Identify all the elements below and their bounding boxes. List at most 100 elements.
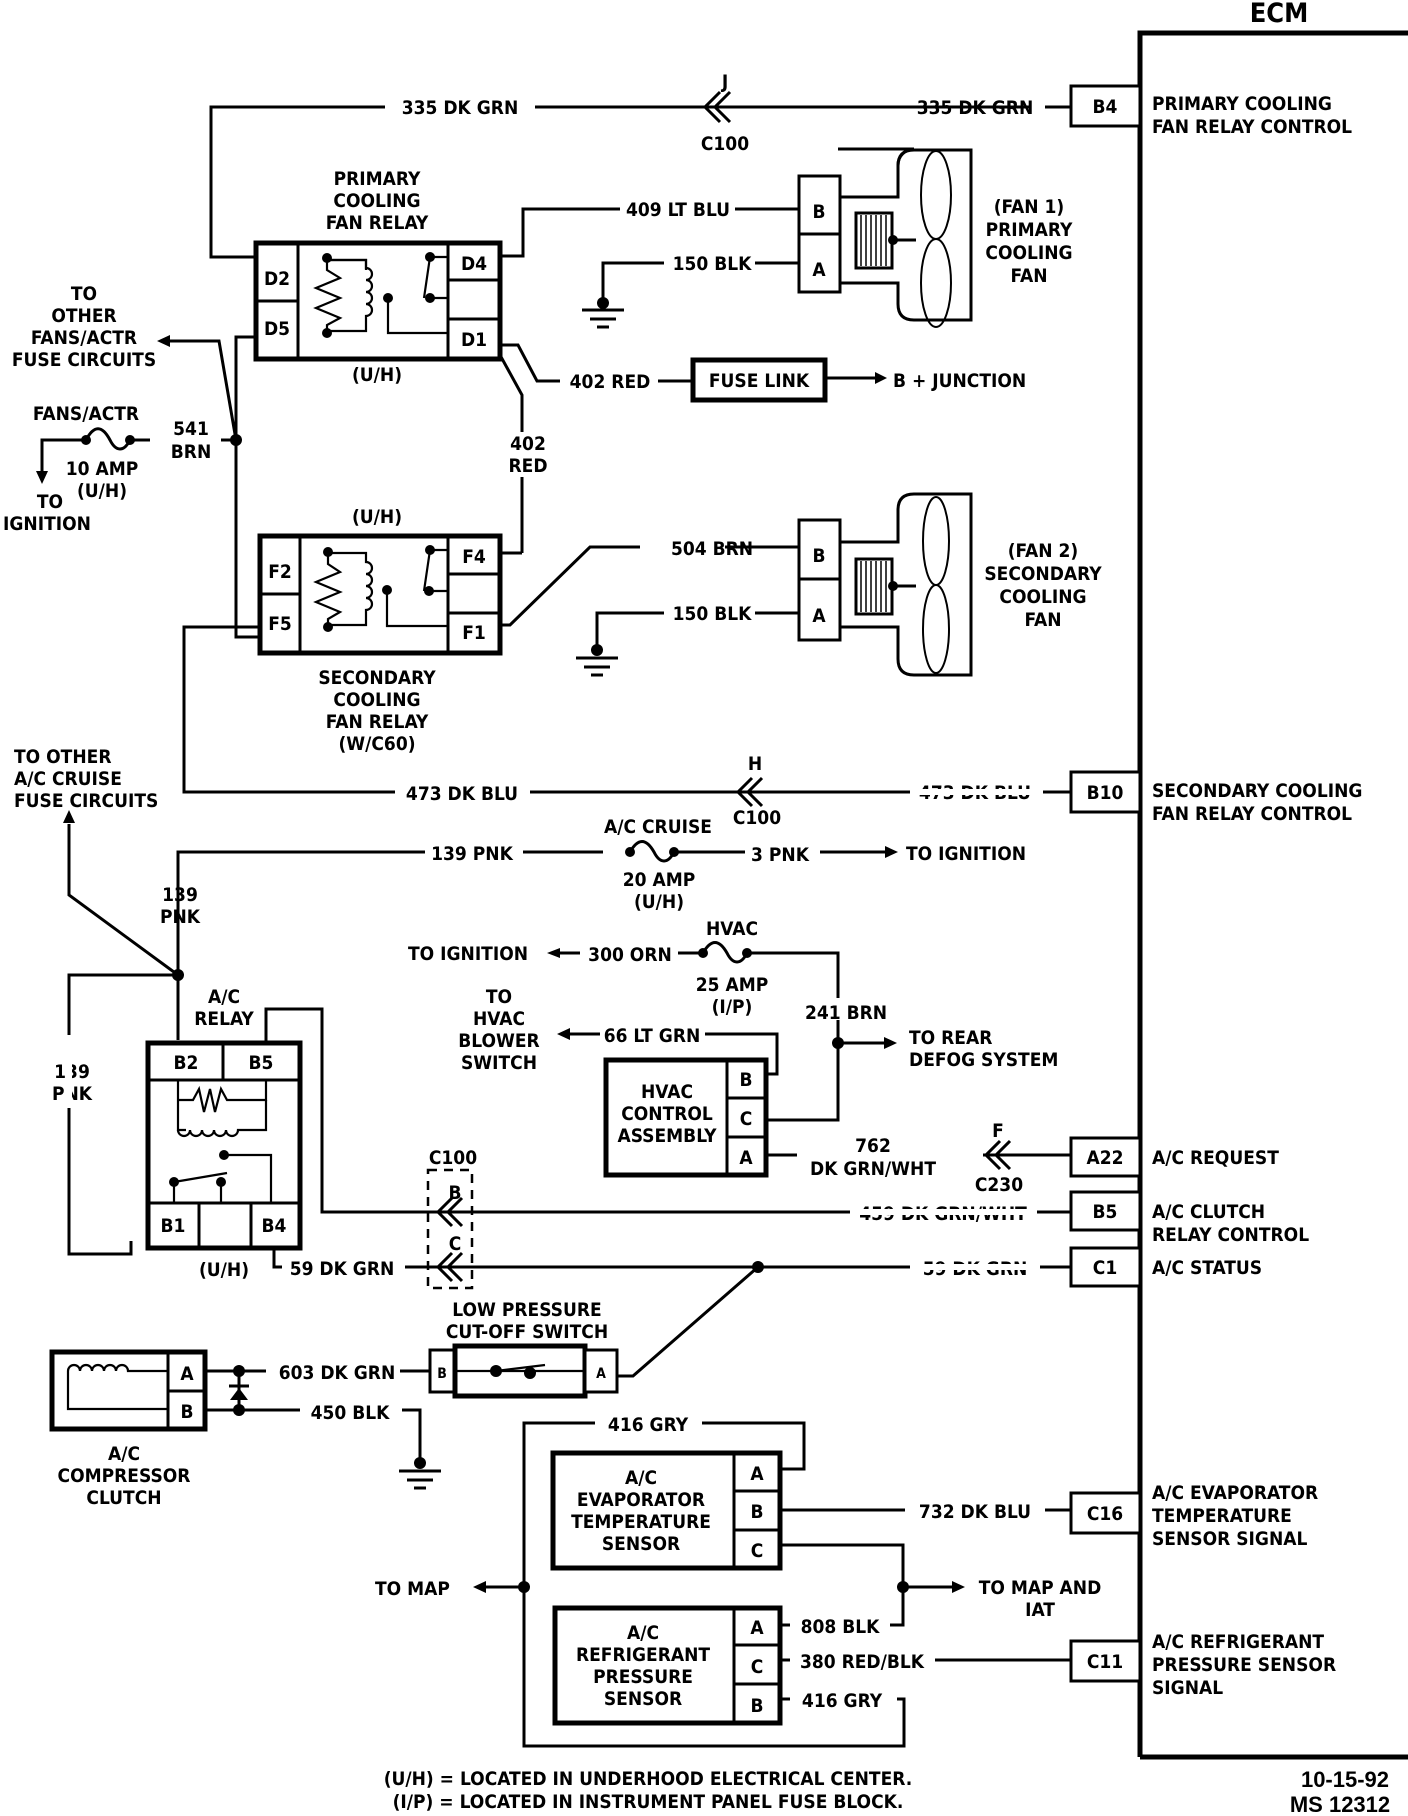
component-label: ASSEMBLY: [617, 1125, 717, 1147]
fuse-link[interactable]: FUSE LINK B + JUNCTION: [690, 357, 1026, 403]
component-label: A/C: [627, 1622, 659, 1644]
ecm-pin-b5[interactable]: B5 A/C CLUTCH RELAY CONTROL: [1069, 1190, 1309, 1246]
location-label: (U/H): [352, 506, 402, 528]
wire-66-lt-grn[interactable]: 66 LT GRN: [557, 1025, 779, 1076]
ecm-pin-id: B5: [1093, 1201, 1118, 1223]
connector-name: C100: [701, 133, 749, 155]
fan-motor-icon: [838, 147, 973, 328]
relay-label: RELAY: [194, 1008, 254, 1030]
ac-evaporator-temperature-sensor[interactable]: A/C EVAPORATOR TEMPERATURE SENSOR A B C: [550, 1450, 783, 1571]
connector-c100-h[interactable]: H C100: [733, 753, 781, 829]
pin-label: F2: [268, 561, 292, 583]
destination-label: FUSE CIRCUITS: [14, 790, 158, 812]
wire-300-orn[interactable]: TO IGNITION 300 ORN: [408, 943, 703, 966]
connector-c100-j[interactable]: J C100: [701, 71, 749, 155]
wire-label: DK GRN/WHT: [810, 1158, 936, 1180]
ac-compressor-clutch[interactable]: A B A/C COMPRESSOR CLUTCH: [49, 1349, 208, 1509]
wire-808-blk[interactable]: TO MAP AND IAT 808 BLK: [780, 1543, 1101, 1638]
wire-3-pnk[interactable]: 3 PNK TO IGNITION: [751, 843, 1026, 866]
wire-241-brn[interactable]: 241 BRN TO REAR DEFOG SYSTEM: [747, 951, 1058, 1122]
ecm-pin-label: PRESSURE SENSOR: [1152, 1654, 1336, 1676]
primary-cooling-fan-relay[interactable]: PRIMARY COOLING FAN RELAY D2 D5 D4 D1 (U…: [253, 168, 503, 386]
ecm-pin-label: TEMPERATURE: [1152, 1505, 1292, 1527]
low-pressure-cutoff-switch[interactable]: LOW PRESSURE CUT-OFF SWITCH B A: [428, 1299, 619, 1399]
connector-name: C100: [733, 807, 781, 829]
fans-actr-fuse[interactable]: FANS/ACTR 10 AMP (U/H): [33, 403, 150, 502]
destination-label: OTHER: [51, 305, 116, 327]
secondary-cooling-fan-relay[interactable]: (U/H) F2 F5 F4 F1 SECONDARY COOLING FAN …: [257, 506, 503, 755]
fuse-icon: [628, 840, 676, 863]
ac-refrigerant-pressure-sensor[interactable]: A/C REFRIGERANT PRESSURE SENSOR A C B: [552, 1605, 783, 1726]
ecm-pin-id: C11: [1087, 1651, 1123, 1673]
clutch-coil-icon: [66, 1363, 168, 1411]
fuse-terminal: [625, 847, 635, 857]
wire-504-brn[interactable]: 504 BRN: [500, 538, 799, 627]
pin-label: A: [750, 1463, 764, 1485]
component-label: A/C: [625, 1467, 657, 1489]
destination-label: TO MAP: [375, 1578, 450, 1600]
destination-label: BLOWER: [458, 1030, 539, 1052]
component-label: PRESSURE: [593, 1666, 693, 1688]
fuse-rating: 20 AMP: [623, 869, 696, 891]
connector-c100-bc[interactable]: C100 B C: [426, 1147, 477, 1290]
wire-603-dk-grn[interactable]: 603 DK GRN: [239, 1362, 430, 1384]
ecm-pin-id: C1: [1093, 1257, 1117, 1279]
wire-label: 402: [510, 433, 546, 455]
connector-c230-f[interactable]: F C230: [975, 1120, 1023, 1196]
wire-label: 66 LT GRN: [604, 1025, 701, 1047]
primary-cooling-fan[interactable]: B A (FAN 1) PRIMARY COOLING FAN: [797, 147, 1073, 328]
destination-label: TO REAR: [909, 1027, 992, 1049]
wire-label: 150 BLK: [673, 253, 753, 275]
secondary-cooling-fan[interactable]: B A (FAN 2) SECONDARY COOLING FAN: [797, 492, 1102, 677]
ecm-pin-id: B4: [1093, 96, 1118, 118]
connector-name: C230: [975, 1174, 1023, 1196]
component-label: CUT-OFF SWITCH: [446, 1321, 608, 1343]
ecm-pin-label: A/C CLUTCH: [1152, 1201, 1265, 1223]
ecm-pin-label: FAN RELAY CONTROL: [1152, 116, 1352, 138]
connector-name: C100: [429, 1147, 477, 1169]
wire-label: 808 BLK: [801, 1616, 881, 1638]
relay-coil-icon: [313, 253, 374, 338]
wire-762-dk-grn-wht[interactable]: 762 DK GRN/WHT: [766, 1135, 1071, 1180]
component-label: EVAPORATOR: [577, 1489, 705, 1511]
wire-label: 300 ORN: [588, 944, 672, 966]
wire-416-gry[interactable]: 416 GRY TO MAP: [375, 1414, 906, 1748]
ac-cruise-fuse[interactable]: A/C CRUISE 20 AMP (U/H): [604, 816, 745, 913]
wire-732-dk-blu[interactable]: 732 DK BLU: [780, 1501, 1071, 1523]
wire-541-brn[interactable]: 541 BRN: [170, 335, 260, 639]
footer-notes: (U/H) = LOCATED IN UNDERHOOD ELECTRICAL …: [384, 1767, 1390, 1816]
hvac-control-assembly[interactable]: HVAC CONTROL ASSEMBLY B C A: [603, 1057, 769, 1178]
wire-380-red-blk[interactable]: 380 RED/BLK: [780, 1651, 1071, 1673]
ac-relay[interactable]: A/C RELAY B2 B5 B1 B4 (U/H): [145, 986, 303, 1281]
ecm-pin-b4[interactable]: B4 PRIMARY COOLING FAN RELAY CONTROL: [1069, 84, 1352, 138]
ground-icon: [576, 644, 618, 677]
ecm-pin-b10[interactable]: B10 SECONDARY COOLING FAN RELAY CONTROL: [1069, 770, 1362, 825]
ecm-pin-a22[interactable]: A22 A/C REQUEST: [1069, 1136, 1279, 1178]
wire-409-lt-blu[interactable]: 409 LT BLU: [500, 199, 799, 258]
wire-label: 59 DK GRN: [290, 1258, 395, 1280]
wire-150-blk-fan1[interactable]: 150 BLK: [601, 253, 799, 303]
relay-switch-icon: [382, 545, 448, 628]
wire-416-gry-bottom[interactable]: 416 GRY: [780, 1690, 883, 1712]
wire-450-blk[interactable]: 450 BLK: [239, 1402, 422, 1462]
relay-label: COOLING: [333, 689, 420, 711]
ecm-pin-c16[interactable]: C16 A/C EVAPORATOR TEMPERATURE SENSOR SI…: [1069, 1482, 1318, 1550]
ecm-outline: [1137, 30, 1408, 1757]
ecm-pin-c11[interactable]: C11 A/C REFRIGERANT PRESSURE SENSOR SIGN…: [1069, 1631, 1336, 1699]
wire-139-pnk[interactable]: 139 PNK 139 PNK 139 PNK: [52, 824, 603, 1256]
hvac-fuse[interactable]: HVAC 25 AMP (I/P): [696, 918, 769, 1018]
fuse-name: A/C CRUISE: [604, 816, 712, 838]
relay-label: FAN RELAY: [326, 212, 429, 234]
wire-label: 504 BRN: [671, 538, 753, 560]
wire-402-red[interactable]: 402 RED 402 RED: [498, 343, 693, 555]
destination-label: TO OTHER: [14, 746, 111, 768]
destination-label: IAT: [1025, 1599, 1055, 1621]
wire-label: 241 BRN: [805, 1002, 887, 1024]
wire-150-blk-fan2[interactable]: 150 BLK: [595, 603, 799, 650]
fuse-icon: [701, 941, 749, 964]
wire-label: 402 RED: [570, 371, 651, 393]
destination-label: IGNITION: [3, 513, 91, 535]
fuse-terminal: [698, 948, 708, 958]
destination-label: A/C CRUISE: [14, 768, 122, 790]
wire-335-dk-grn[interactable]: 335 DK GRN 335 DK GRN: [209, 97, 1071, 259]
